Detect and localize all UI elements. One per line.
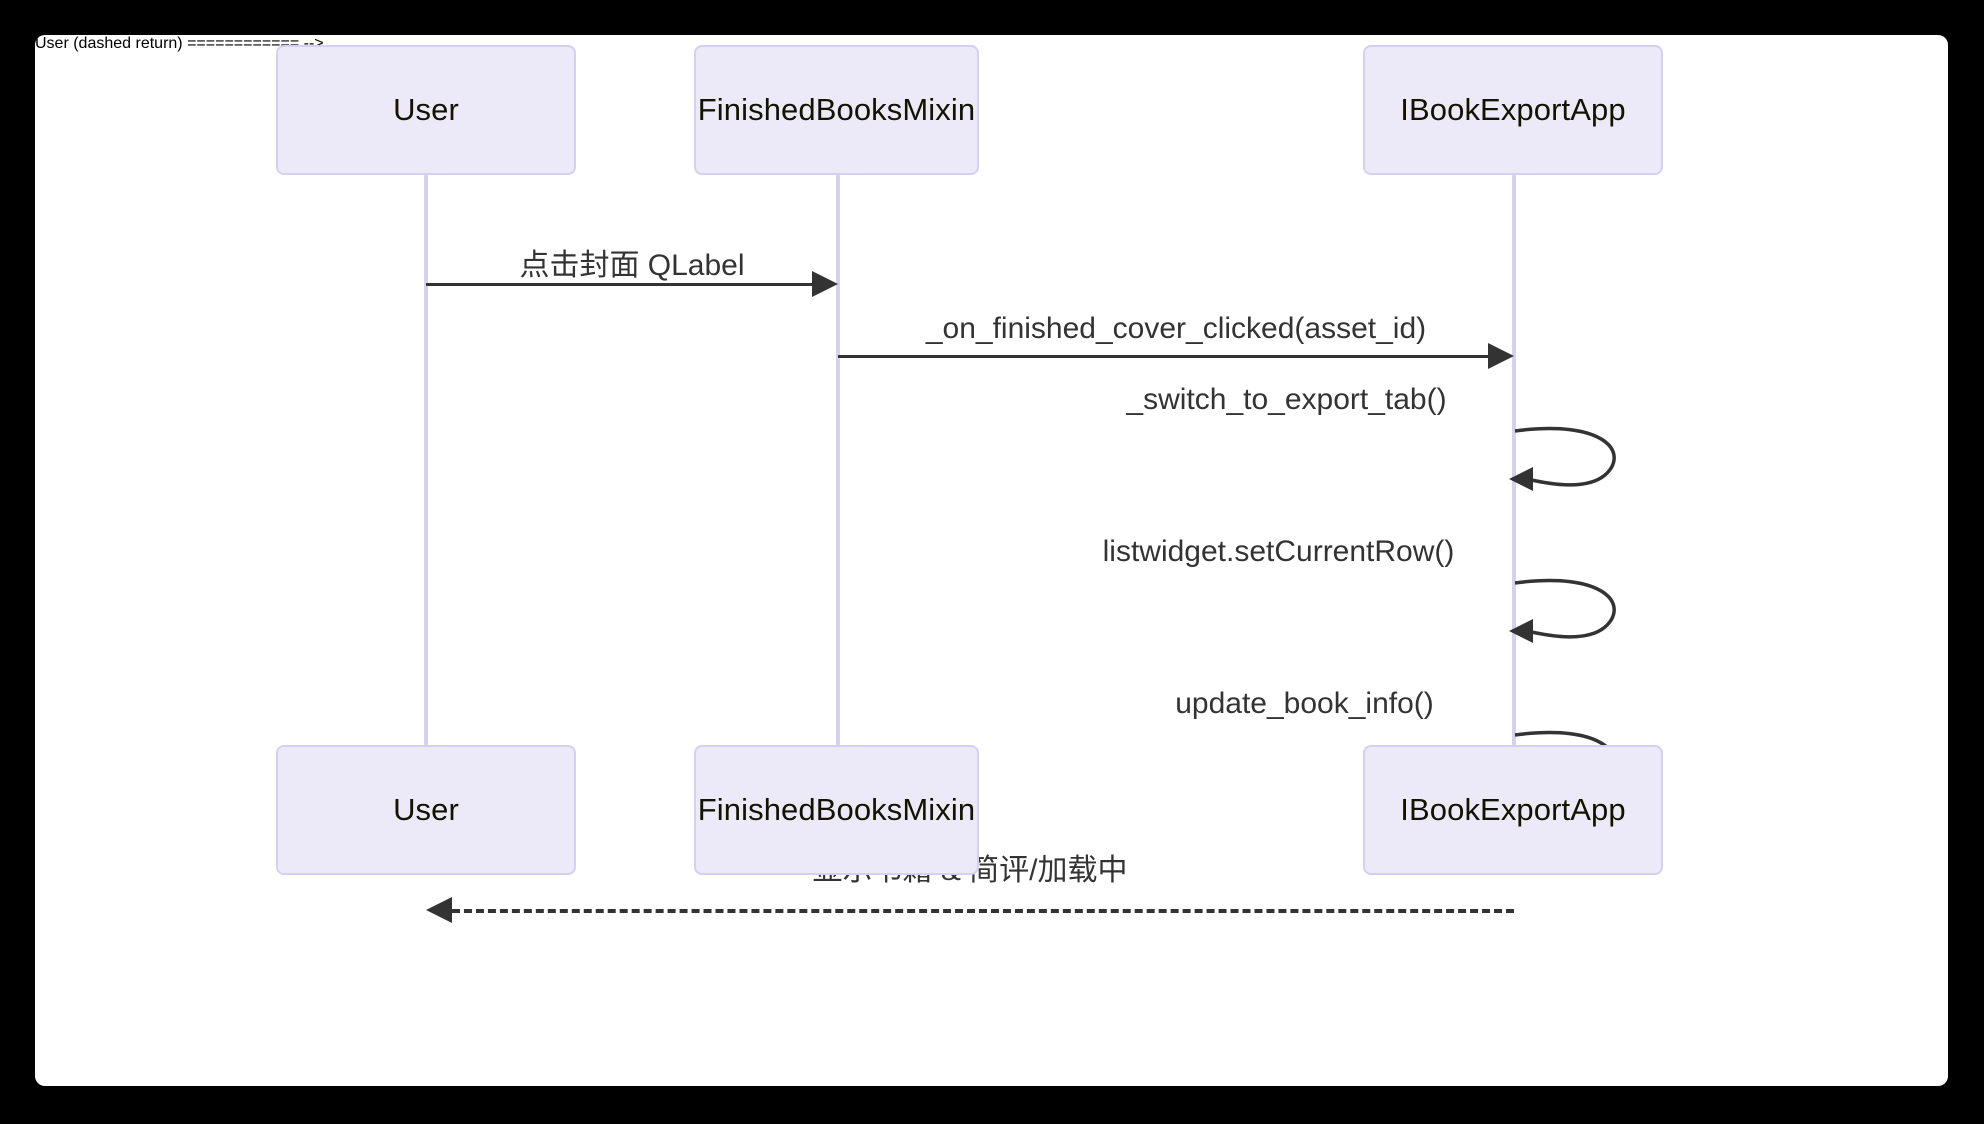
message-label-1: 点击封面 QLabel bbox=[519, 249, 745, 282]
message-line-6 bbox=[452, 909, 1514, 913]
participant-box-mixin-top[interactable]: FinishedBooksMixin bbox=[694, 45, 979, 175]
lifeline-mixin bbox=[836, 175, 840, 745]
message-label-5: update_book_info() bbox=[1175, 687, 1434, 720]
participant-box-app-bottom[interactable]: IBookExportApp bbox=[1363, 745, 1663, 875]
message-label-3: _switch_to_export_tab() bbox=[1126, 383, 1447, 416]
sequence-diagram: User FinishedBooksMixin IBookExportApp 点… bbox=[35, 35, 1948, 1086]
message-label-2: _on_finished_cover_clicked(asset_id) bbox=[925, 312, 1427, 345]
participant-box-mixin-bottom[interactable]: FinishedBooksMixin bbox=[694, 745, 979, 875]
message-line-1 bbox=[426, 283, 812, 286]
participant-label-mixin-bottom: FinishedBooksMixin bbox=[697, 792, 976, 827]
participant-box-user-bottom[interactable]: User bbox=[276, 745, 576, 875]
participant-label-app-bottom: IBookExportApp bbox=[1400, 792, 1626, 827]
message-arrowhead-6 bbox=[426, 897, 452, 923]
lifeline-user bbox=[424, 175, 428, 745]
participant-label-app-top: IBookExportApp bbox=[1400, 92, 1626, 127]
lifeline-app bbox=[1512, 175, 1516, 745]
participant-label-user-top: User bbox=[393, 92, 459, 127]
message-selfloop-4 bbox=[1509, 578, 1616, 643]
message-label-4: listwidget.setCurrentRow() bbox=[1102, 535, 1455, 568]
message-arrowhead-2 bbox=[1488, 343, 1514, 369]
participant-label-user-bottom: User bbox=[393, 792, 459, 827]
participant-box-user-top[interactable]: User bbox=[276, 45, 576, 175]
diagram-canvas: User FinishedBooksMixin IBookExportApp 点… bbox=[35, 35, 1948, 1086]
participant-box-app-top[interactable]: IBookExportApp bbox=[1363, 45, 1663, 175]
message-arrowhead-1 bbox=[812, 271, 838, 297]
participant-label-mixin-top: FinishedBooksMixin bbox=[697, 92, 976, 127]
message-selfloop-3 bbox=[1509, 426, 1616, 491]
message-line-2 bbox=[838, 355, 1488, 358]
